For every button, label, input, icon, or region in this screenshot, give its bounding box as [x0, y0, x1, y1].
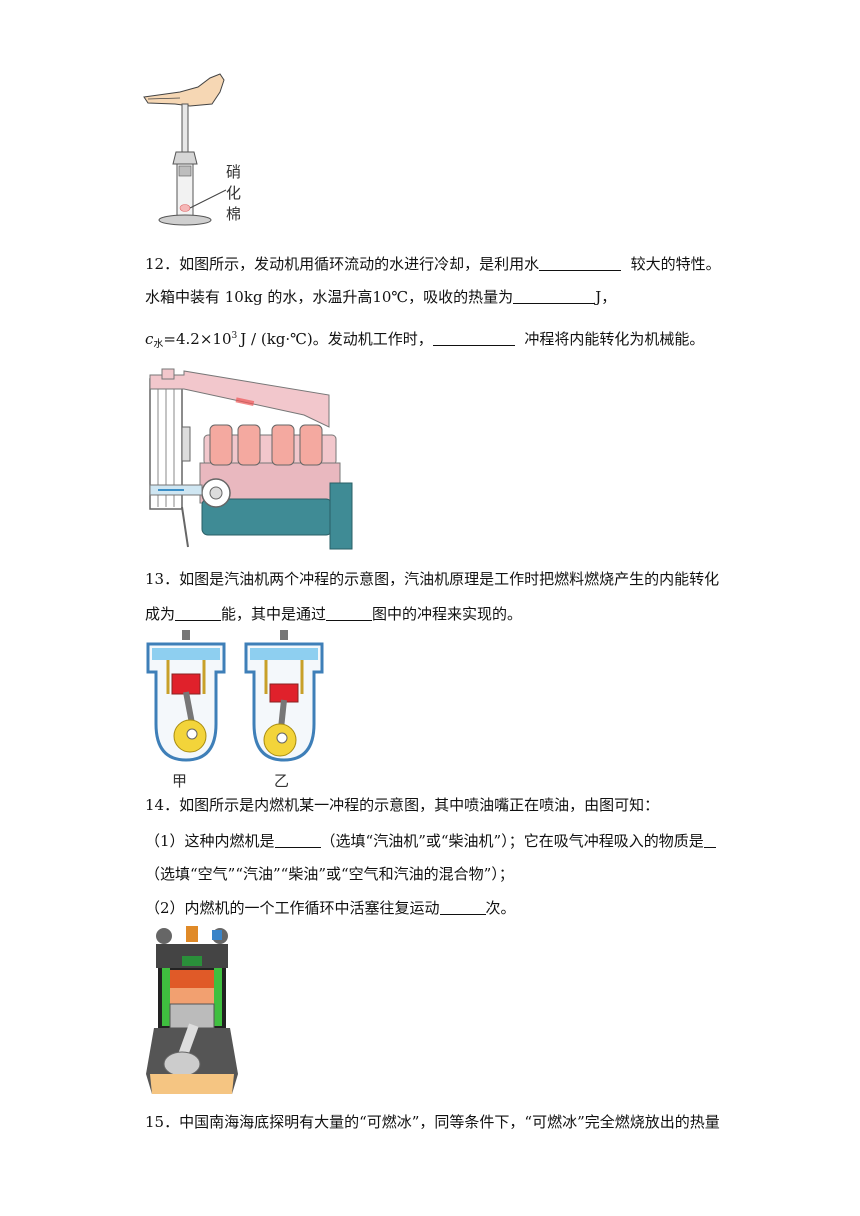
label-char: 硝 — [226, 163, 242, 181]
engine-cross-section — [146, 926, 238, 1094]
stroke-diagram-b — [244, 630, 324, 762]
figure-fire-piston: 硝 化 棉 — [140, 70, 250, 230]
q15-line1: 15．中国南海海底探明有大量的“可燃冰”，同等条件下，“可燃冰”完全燃烧放出的热… — [145, 1113, 720, 1131]
stroke-diagram-a — [146, 630, 226, 762]
answer-blank[interactable] — [175, 605, 222, 621]
stroke-diagrams — [146, 630, 324, 762]
answer-blank[interactable] — [539, 255, 622, 271]
label-char: 化 — [226, 184, 242, 202]
answer-blank[interactable] — [326, 605, 373, 621]
q13-line1: 13．如图是汽油机两个冲程的示意图，汽油机原理是工作时把燃料燃烧产生的内能转化 — [145, 570, 720, 588]
answer-blank[interactable] — [432, 330, 515, 346]
figure-combustion-engine — [142, 924, 242, 1100]
q14-line2: （1）这种内燃机是（选填“汽油机”或“柴油机”）；它在吸气冲程吸入的物质是 — [145, 831, 716, 851]
figure-engine-cooling — [144, 367, 356, 550]
cotton-label: 硝 化 棉 — [226, 162, 244, 225]
fire-piston-illustration — [143, 73, 227, 226]
diagram-label-a: 甲 — [172, 772, 188, 790]
q12-line1: 12．如图所示，发动机用循环流动的水进行冷却，是利用水 较大的特性。 — [145, 255, 721, 273]
q12-line3: c水=4.2×103 J / (kg·℃)。发动机工作时， 冲程将内能转化为机械… — [145, 330, 705, 350]
diagram-label-b: 乙 — [274, 772, 290, 790]
label-char: 棉 — [226, 205, 242, 223]
q13-line2: 成为能，其中是通过图中的冲程来实现的。 — [145, 605, 523, 623]
answer-blank[interactable] — [439, 899, 486, 915]
q14-line1: 14．如图所示是内燃机某一冲程的示意图，其中喷油嘴正在喷油，由图可知： — [145, 796, 660, 814]
answer-blank[interactable] — [274, 832, 321, 848]
answer-blank[interactable] — [703, 832, 716, 848]
q14-line4: （2）内燃机的一个工作循环中活塞往复运动次。 — [145, 899, 516, 917]
engine-cooling-illustration — [149, 368, 353, 550]
answer-blank[interactable] — [513, 288, 596, 304]
figure-gasoline-strokes: 甲 乙 — [142, 628, 342, 790]
q14-line3: （选填“空气”“汽油”“柴油”或“空气和汽油的混合物”）； — [145, 865, 514, 883]
